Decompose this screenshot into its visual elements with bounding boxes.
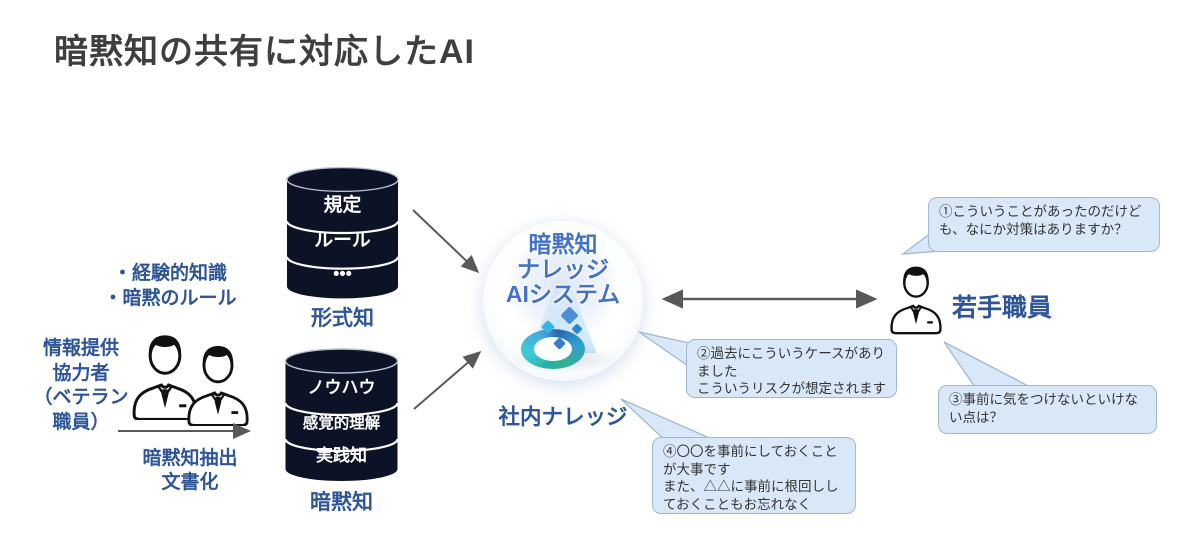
bubble-line: ②過去にこういうケースがあり <box>697 346 886 361</box>
provider-line: （ベテラン <box>33 387 129 408</box>
tacit-knowledge-label: 暗黙知 <box>310 491 373 514</box>
ai-hologram-icon: 暗黙知 ナレッジ AIシステム <box>483 221 643 381</box>
ai-ring-hole <box>534 337 572 361</box>
ai-system-name: 暗黙知 ナレッジ AIシステム <box>483 232 643 307</box>
bubble-line: ました <box>697 363 738 379</box>
provider-line: 情報提供 <box>42 338 119 359</box>
extraction-line: 暗黙知抽出 <box>142 448 238 469</box>
db-row-label: 実践知 <box>316 445 367 465</box>
knowledge-note-line: ・経験的知識 <box>112 263 227 284</box>
ai-globe-glow <box>505 227 621 343</box>
extraction-line: 文書化 <box>161 472 219 493</box>
bubble-tail-3 <box>943 341 1035 391</box>
speech-bubble-question-3: ③事前に気をつけないといけな い点は？ <box>938 385 1157 434</box>
database-cylinder-tacit-icon: ノウハウ 感覚的理解 実践知 <box>283 348 400 482</box>
bubble-line: ておくこともお忘れなく <box>663 496 812 512</box>
bubble-line: い点は？ <box>949 409 1003 425</box>
db-row-label: 感覚的理解 <box>303 413 381 432</box>
young-employee-icon <box>886 254 946 342</box>
young-employee-label: 若手職員 <box>952 294 1053 322</box>
ai-name-line: AIシステム <box>505 281 621 307</box>
veteran-person-icon <box>126 330 204 420</box>
db-row-label: ••• <box>333 264 352 284</box>
ai-name-line: ナレッジ <box>517 256 609 282</box>
bubble-line: も、なにか対策はありますか？ <box>939 221 1128 237</box>
database-cylinder-explicit-icon: 規定 ルール ••• <box>285 166 400 300</box>
provider-line: 職員） <box>52 411 110 433</box>
provider-line: 協力者 <box>52 362 110 384</box>
ai-name-line: 暗黙知 <box>528 231 598 257</box>
veteran-person-icon <box>181 341 255 426</box>
speech-bubble-answer-2: ②過去にこういうケースがあり ました こういうリスクが想定されます <box>686 339 897 398</box>
bubble-line: が大事です <box>663 461 731 477</box>
explicit-knowledge-label: 形式知 <box>311 307 374 330</box>
arrow-tacit-to-ai <box>413 351 482 410</box>
db-row-label: 規定 <box>324 193 362 215</box>
bubble-line: こういうリスクが想定されます <box>697 381 886 397</box>
bubble-line: ③事前に気をつけないといけな <box>949 392 1138 407</box>
speech-bubble-answer-4: ④〇〇を事前にしておくこと が大事です また、△△に事前に根回しし ておくことも… <box>652 437 856 514</box>
bubble-line: ①こういうことがあったのだけど <box>939 204 1142 219</box>
arrow-explicit-to-ai <box>412 209 480 274</box>
ai-ring <box>521 329 585 369</box>
internal-knowledge-label: 社内ナレッジ <box>498 405 628 429</box>
db-row-label: ルール <box>314 229 371 250</box>
speech-bubble-question-1: ①こういうことがあったのだけど も、なにか対策はありますか？ <box>928 197 1160 252</box>
bubble-line: また、△△に事前に根回しし <box>663 479 839 495</box>
extraction-label: 暗黙知抽出 文書化 <box>120 447 260 495</box>
db-row-label: ノウハウ <box>308 378 376 397</box>
knowledge-notes: ・経験的知識 ・暗黙のルール <box>95 261 245 311</box>
bubble-line: ④〇〇を事前にしておくこと <box>663 444 838 459</box>
provider-label: 情報提供 協力者 （ベテラン 職員） <box>22 337 140 435</box>
page-title: 暗黙知の共有に対応したAI <box>54 33 475 71</box>
knowledge-note-line: ・暗黙のルール <box>103 288 237 309</box>
